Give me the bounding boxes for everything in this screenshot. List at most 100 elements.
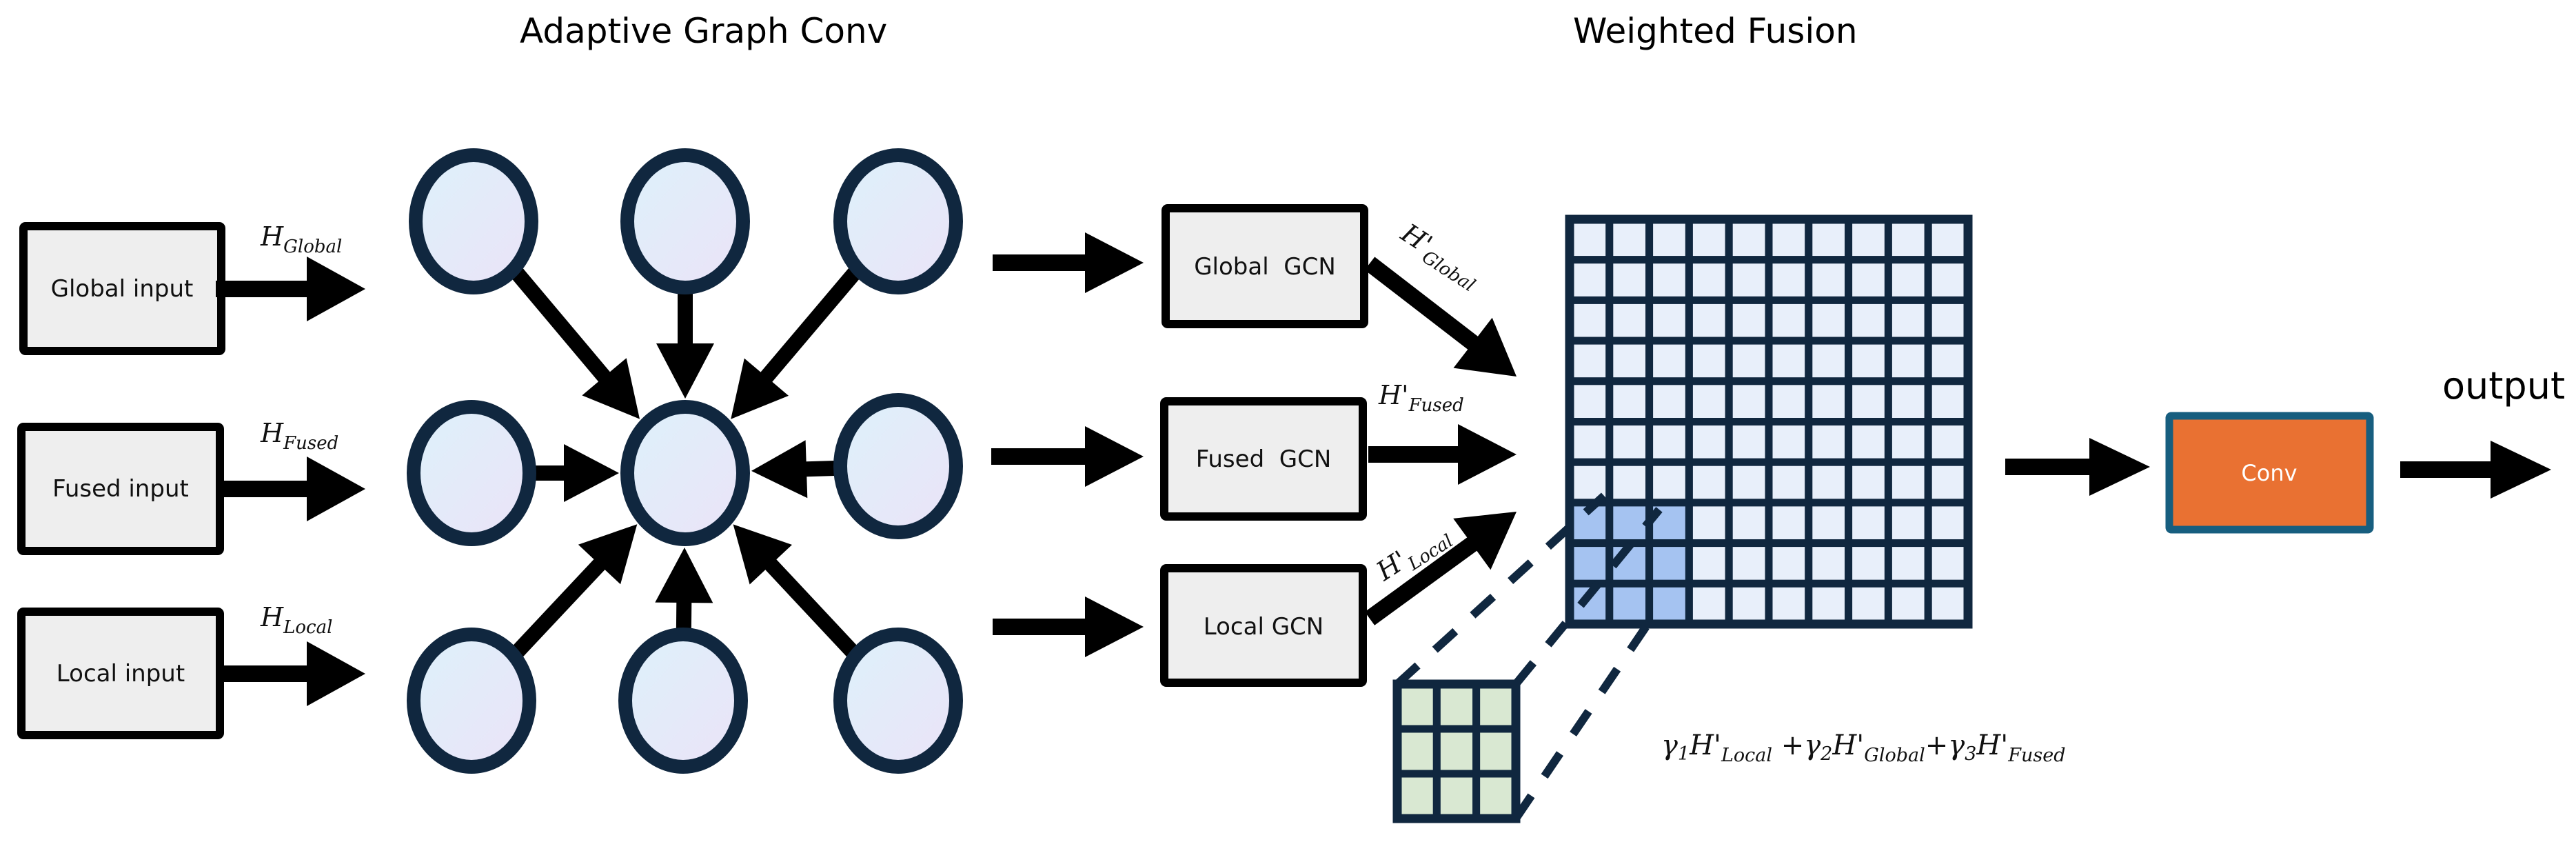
kernel-cell [1472, 680, 1520, 733]
grid-cell [1924, 418, 1972, 466]
grid-cell [1884, 458, 1932, 507]
graph-edge-arrow-bottom-right [733, 524, 858, 657]
grid-cell [1725, 458, 1773, 507]
h-fused-label: HFused [260, 418, 338, 454]
conv-block: Conv [2165, 412, 2374, 534]
grid-cell [1685, 418, 1733, 466]
grid-cell [1645, 458, 1693, 507]
grid-cell [1845, 418, 1892, 466]
grid-cell [1685, 499, 1733, 548]
grid-cell [1845, 499, 1892, 548]
gcn-in-arrow-global [993, 232, 1144, 293]
graph-edge-arrow-left [535, 444, 619, 502]
grid-cell [1605, 296, 1654, 345]
grid-cell [1924, 296, 1972, 345]
grid-cell [1884, 337, 1932, 385]
gcn-label: Fused GCN [1196, 445, 1332, 473]
grid-cell [1805, 296, 1853, 345]
grid-cell [1645, 256, 1693, 304]
grid-cell [1765, 579, 1813, 628]
grid-cell [1805, 256, 1853, 304]
grid-cell [1605, 458, 1654, 507]
grid-cell [1845, 579, 1892, 628]
input-global: Global input [19, 222, 225, 355]
projection-line-top-right [1512, 507, 1663, 687]
grid-cell [1725, 296, 1773, 345]
grid-cell [1725, 256, 1773, 304]
gcn-in-arrow-local [993, 597, 1144, 657]
kernel-cell [1472, 770, 1520, 823]
kernel-cell [1432, 725, 1481, 778]
graph-node-top-left [409, 148, 538, 294]
grid-cell [1805, 337, 1853, 385]
grid-cell [1685, 458, 1733, 507]
conv-in-arrow [2005, 438, 2150, 496]
grid-cell [1645, 377, 1693, 425]
graph-edge-arrow-bottom-left [512, 524, 638, 657]
input-label: Fused input [52, 475, 189, 503]
grid-cell [1924, 539, 1972, 588]
graph-edge-arrow-top-left [511, 268, 640, 419]
grid-cell [1765, 499, 1813, 548]
grid-cell [1924, 579, 1972, 628]
graph-edge-arrow-top [656, 293, 714, 399]
graph-edges [511, 268, 860, 657]
grid-cell [1685, 377, 1733, 425]
grid-cell [1565, 296, 1614, 345]
grid-cell [1845, 539, 1892, 588]
grid-cell [1884, 499, 1932, 548]
title-adaptive-graph-conv: Adaptive Graph Conv [520, 11, 887, 51]
gcn-local: Local GCN [1160, 564, 1367, 687]
input-fused: Fused input [17, 423, 224, 555]
grid-cell [1845, 337, 1892, 385]
graph-node-right [833, 393, 963, 539]
gcn-global: Global GCN [1162, 204, 1368, 328]
grid-cell [1605, 418, 1654, 466]
grid-cell [1565, 215, 1614, 264]
grid-cell [1685, 296, 1733, 345]
h-prime-fused-label: H'Fused [1378, 380, 1464, 416]
fusion-formula: γ1H'Local +γ2H'Global+γ3H'Fused [1661, 730, 2065, 768]
conv-out-arrow [2400, 441, 2551, 499]
grid-cell [1805, 377, 1853, 425]
grid-cell [1765, 337, 1813, 385]
grid-cell [1565, 418, 1614, 466]
grid-cell [1884, 256, 1932, 304]
grid-cell-highlighted [1645, 539, 1693, 588]
grid-cell [1884, 215, 1932, 264]
graph-edge-arrow-right [751, 440, 835, 499]
grid-cell [1725, 499, 1773, 548]
grid-cell [1805, 579, 1853, 628]
grid-cell [1565, 377, 1614, 425]
input-label: Global input [51, 275, 194, 303]
gcn-out-arrow-global [1364, 257, 1517, 377]
graph-node-top-right [833, 148, 963, 294]
graph-nodes [407, 148, 963, 774]
grid-cell [1765, 418, 1813, 466]
grid-cell [1685, 539, 1733, 588]
grid-cell [1845, 256, 1892, 304]
grid-cell [1765, 377, 1813, 425]
conv-label: Conv [2241, 460, 2297, 486]
grid-cell [1765, 539, 1813, 588]
grid-cell [1685, 579, 1733, 628]
grid-cell [1765, 256, 1813, 304]
gcn-fused: Fused GCN [1160, 397, 1367, 521]
grid-cell [1924, 256, 1972, 304]
input-arrow-global [216, 257, 365, 321]
fusion-grid [1565, 214, 1973, 629]
grid-cell [1605, 215, 1654, 264]
grid-cell [1605, 337, 1654, 385]
kernel-cell [1432, 770, 1481, 823]
grid-cell [1605, 256, 1654, 304]
gcn-box [1162, 204, 1368, 328]
grid-cell [1924, 458, 1972, 507]
grid-cell [1924, 337, 1972, 385]
grid-cell [1884, 579, 1932, 628]
grid-cell [1565, 256, 1614, 304]
input-label: Local input [57, 660, 185, 688]
grid-cell [1605, 377, 1654, 425]
grid-cell [1725, 337, 1773, 385]
grid-cell [1805, 539, 1853, 588]
